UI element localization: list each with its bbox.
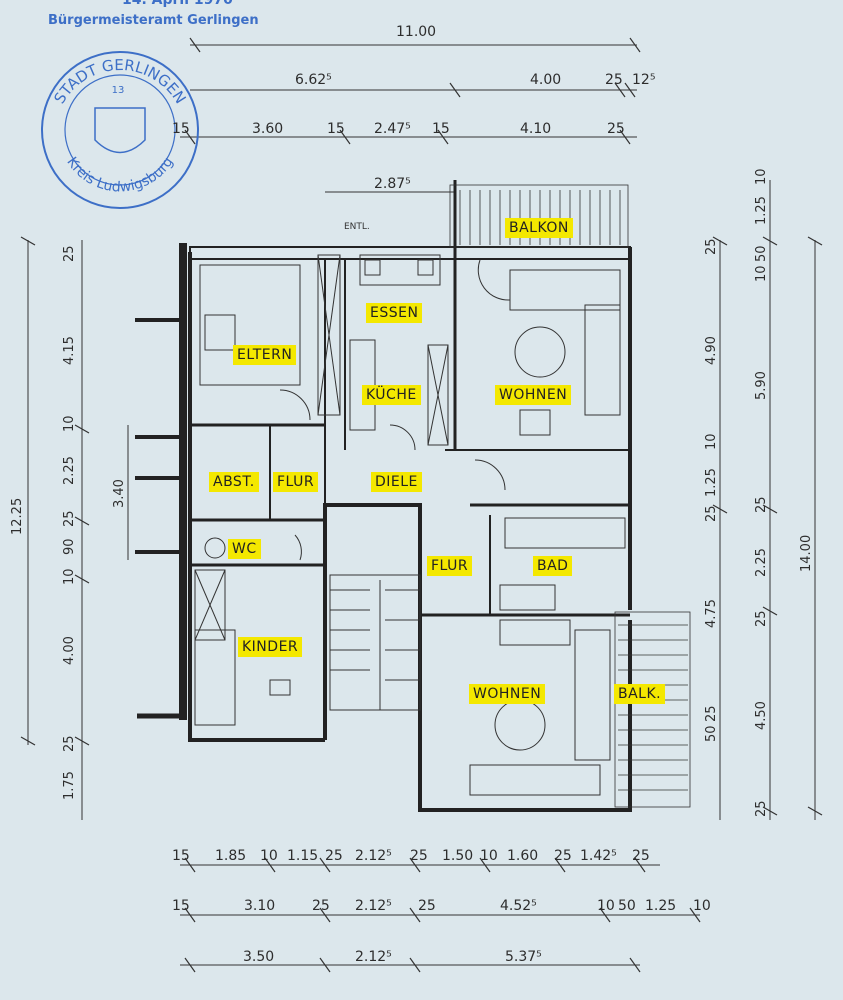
dim-bottom-r2-4: 2.12⁵ [355,898,392,914]
dim-bottom-r1-7: 25 [410,848,428,864]
dim-left-4: 2.25 [62,456,77,485]
dim-right-inner-10: 25 [754,800,769,817]
room-abst: ABST. [209,472,259,492]
room-kinder: KINDER [238,637,303,657]
dim-top-total: 11.00 [396,24,436,40]
stamp-office: Bürgermeisteramt Gerlingen [48,13,259,28]
dim-right-outer-5: 25 [704,505,719,522]
dim-top-r3-2: 3.60 [252,121,283,137]
dim-bottom-r3-1: 3.50 [243,949,274,965]
room-kueche: KÜCHE [362,385,421,405]
dim-right-inner-1: 10 [754,168,769,185]
dim-top-r3-6: 4.10 [520,121,551,137]
dim-right-outer-8: 25 [704,705,719,722]
dim-bottom-r1-3: 10 [260,848,278,864]
dim-bottom-r1-12: 1.42⁵ [580,848,617,864]
room-essen: ESSEN [366,303,423,323]
dim-top-r2-4: 12⁵ [632,72,655,88]
dim-left-1: 25 [62,245,77,262]
dim-left-2: 4.15 [62,336,77,365]
dim-bottom-r1-1: 15 [172,848,190,864]
dim-top-r3-3: 15 [327,121,345,137]
dim-bottom-r2-5: 25 [418,898,436,914]
dim-right-outer-4: 1.25 [704,468,719,497]
dim-bottom-r1-10: 1.60 [507,848,538,864]
stamp-number: 13 [112,85,125,96]
dim-left-6: 90 [62,538,77,555]
dim-bottom-r1-4: 1.15 [287,848,318,864]
dim-top-r2-1: 6.62⁵ [295,72,332,88]
dim-top-r3-5: 15 [432,121,450,137]
dim-right-inner-4: 50 [754,245,769,262]
dim-right-inner-8: 25 [754,610,769,627]
room-flur-right: FLUR [427,556,473,576]
dim-right-inner-7: 2.25 [754,548,769,577]
dim-right-inner-9: 4.50 [754,701,769,730]
dim-left-sub: 3.40 [112,479,127,508]
dim-right-inner-2: 1.25 [754,196,769,225]
dim-top-r2-3: 25 [605,72,623,88]
dim-bottom-r2-6: 4.52⁵ [500,898,537,914]
dim-bottom-r2-10: 10 [693,898,711,914]
city-stamp [41,51,199,209]
dim-left-7: 10 [62,568,77,585]
dim-right-outer-2: 4.90 [704,336,719,365]
dim-top-r3-4: 2.47⁵ [374,121,411,137]
dim-bottom-r2-8: 50 [618,898,636,914]
dim-right-inner-5: 5.90 [754,371,769,400]
room-balkon: BALKON [505,218,573,238]
dim-left-10: 1.75 [62,771,77,800]
dim-bottom-r1-6: 2.12⁵ [355,848,392,864]
dim-bottom-r1-5: 25 [325,848,343,864]
dim-top-r3-7: 25 [607,121,625,137]
stamp-ring-bottom: Kreis Ludwigsburg [63,154,176,195]
dim-right-outer-6: 4.75 [704,599,719,628]
dim-right-total: 14.00 [799,535,814,572]
dim-bottom-r1-8: 1.50 [442,848,473,864]
room-balk: BALK. [614,684,666,704]
room-wohnen-top: WOHNEN [495,385,572,405]
stamp-date: 14. April 1970 [122,0,233,8]
room-flur-left: FLUR [273,472,319,492]
dim-bottom-r2-1: 15 [172,898,190,914]
dim-right-outer-7: 50 [704,725,719,742]
dim-top-r2-2: 4.00 [530,72,561,88]
dim-bottom-r1-9: 10 [480,848,498,864]
dim-bottom-r1-11: 25 [554,848,572,864]
furniture [194,254,626,796]
dim-bottom-r2-7: 10 [597,898,615,914]
dim-top-r4-1: 2.87⁵ [374,176,411,192]
dim-left-5: 25 [62,510,77,527]
room-wc: WC [228,539,261,559]
dim-right-outer-1: 25 [704,238,719,255]
dim-bottom-r2-9: 1.25 [645,898,676,914]
dim-left-3: 10 [62,415,77,432]
dim-bottom-r1-13: 25 [632,848,650,864]
dim-top-r3-1: 15 [172,121,190,137]
dim-right-inner-3: 10 [754,265,769,282]
room-diele: DIELE [371,472,422,492]
dim-bottom-r1-2: 1.85 [215,848,246,864]
dim-bottom-r3-2: 2.12⁵ [355,949,392,965]
balcony-hatch [449,184,691,808]
dim-right-outer-3: 10 [704,433,719,450]
room-eltern: ELTERN [233,345,297,365]
dim-left-8: 4.00 [62,636,77,665]
entl-label: ENTL. [344,222,370,232]
room-wohnen-bottom: WOHNEN [469,684,546,704]
dim-left-total: 12.25 [10,498,25,535]
dim-right-inner-6: 25 [754,496,769,513]
walls [135,180,632,812]
room-bad: BAD [533,556,573,576]
dim-bottom-r2-3: 25 [312,898,330,914]
dim-bottom-r2-2: 3.10 [244,898,275,914]
dim-bottom-r3-3: 5.37⁵ [505,949,542,965]
stamp-ring-top: STADT GERLINGEN [50,56,189,107]
dim-left-9: 25 [62,735,77,752]
